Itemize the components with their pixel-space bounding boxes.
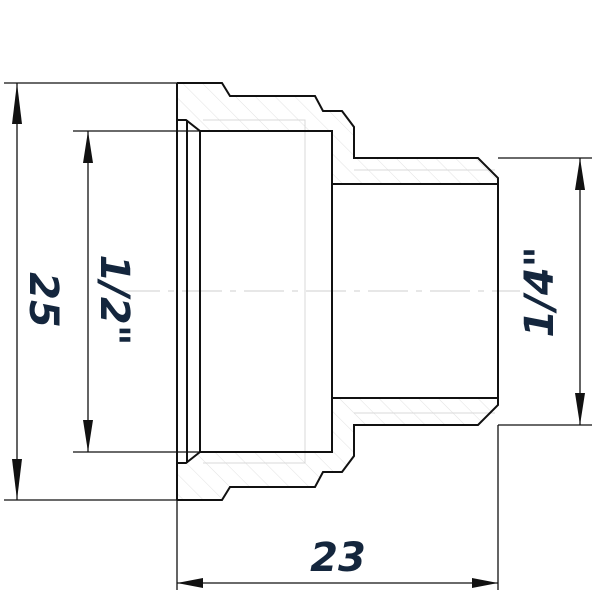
arrow-down-icon (12, 459, 22, 500)
arrow-down-icon (83, 420, 93, 452)
arrow-up-icon (83, 131, 93, 163)
dimension-female-thread: 1/2" (73, 130, 200, 453)
dimension-male-thread: 1/4" (498, 157, 592, 426)
arrow-up-icon (575, 158, 585, 190)
arrow-up-icon (12, 83, 22, 124)
dimension-label-quarter-inch: 1/4" (517, 246, 563, 337)
dimension-label-half-inch: 1/2" (91, 254, 137, 345)
section-hatching (177, 83, 498, 500)
dimension-overall-length: 23 (176, 425, 499, 590)
part-outline (176, 82, 499, 501)
thread-lines (203, 119, 495, 464)
dimension-label-23: 23 (310, 535, 366, 581)
dimension-label-25: 25 (20, 272, 66, 328)
arrow-down-icon (575, 393, 585, 425)
arrow-left-icon (177, 578, 203, 588)
arrow-right-icon (472, 578, 498, 588)
dimension-outer-diameter: 25 (4, 82, 177, 501)
